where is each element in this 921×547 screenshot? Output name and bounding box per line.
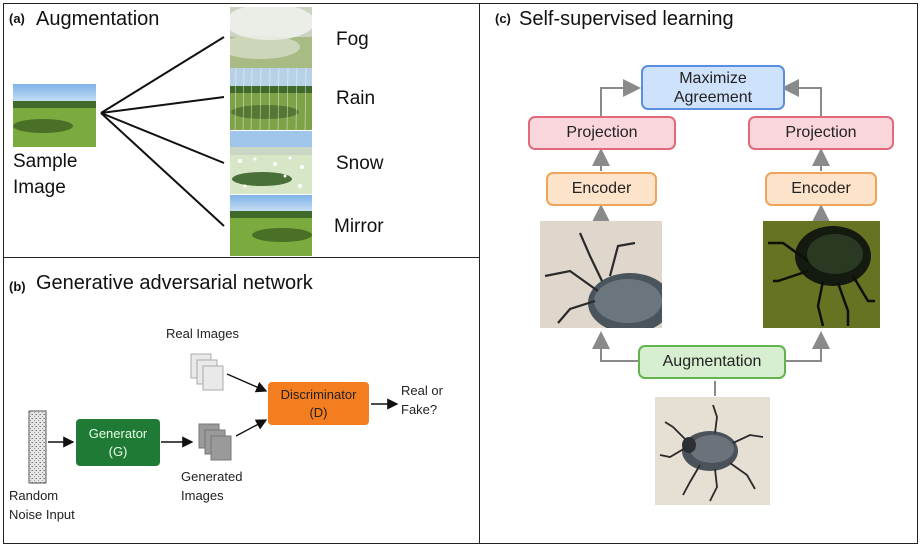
encoder-label-right: Encoder (791, 180, 851, 197)
snow-image (230, 131, 312, 194)
noise-input-icon (28, 410, 47, 484)
panel-augmentation: (a) Augmentation Sample Image (3, 3, 481, 259)
encoder-box-right: Encoder (765, 172, 877, 206)
sample-label-line1: Sample (13, 151, 78, 172)
projection-label-left: Projection (566, 124, 638, 141)
augmented-bug-image-right (763, 221, 880, 328)
output-label-line2: Fake? (401, 402, 438, 417)
encoder-box-left: Encoder (546, 172, 657, 206)
generated-label-line1: Generated (181, 469, 243, 484)
noise-label-line2: Noise Input (9, 507, 75, 522)
panel-b-title: Generative adversarial network (36, 272, 313, 294)
fog-label: Fog (336, 29, 369, 50)
panel-a-title: Augmentation (36, 8, 160, 30)
maximize-agreement-box: Maximize Agreement (641, 65, 785, 110)
encoder-label-left: Encoder (571, 180, 632, 197)
output-label-line1: Real or (401, 383, 443, 398)
mirror-image (230, 195, 312, 256)
noise-label-line1: Random (9, 488, 59, 503)
projection-box-left: Projection (528, 116, 676, 150)
real-images-label: Real Images (166, 326, 239, 341)
generator-box: Generator (G) (76, 419, 160, 466)
fog-image (230, 7, 312, 68)
sample-label-line2: Image (13, 177, 66, 198)
discriminator-box: Discriminator (D) (268, 382, 369, 425)
rain-label: Rain (336, 88, 376, 109)
discriminator-label: Discriminator (280, 386, 357, 402)
panel-gan: (b) Generative adversarial network (3, 257, 481, 544)
real-images-stack-icon (190, 353, 224, 391)
generated-label-line2: Images (181, 488, 224, 503)
augmentation-fan-lines (100, 36, 225, 227)
snow-label: Snow (336, 153, 384, 174)
generator-symbol: (G) (108, 443, 128, 459)
projection-box-right: Projection (748, 116, 894, 150)
panel-self-supervised: (c) Self-supervised learning Maximize Ag… (479, 3, 918, 544)
augmentation-box: Augmentation (638, 345, 786, 379)
panel-c-letter: (c) (495, 11, 511, 26)
generator-label: Generator (88, 425, 148, 441)
gan-flow (28, 353, 399, 484)
panel-b-letter: (b) (9, 279, 26, 294)
mirror-label: Mirror (334, 216, 384, 237)
maximize-label-line2: Agreement (673, 88, 753, 106)
original-bug-image (655, 397, 770, 505)
maximize-label-line1: Maximize (679, 69, 747, 87)
generated-images-stack-icon (198, 423, 232, 461)
sample-image (13, 84, 96, 147)
rain-image (230, 68, 312, 130)
panel-a-letter: (a) (9, 11, 25, 26)
panel-c-title: Self-supervised learning (519, 8, 734, 30)
ssl-flow-arrows (592, 79, 830, 396)
augmentation-label: Augmentation (662, 353, 762, 370)
augmented-bug-image-left (540, 221, 662, 328)
discriminator-symbol: (D) (309, 404, 328, 420)
projection-label-right: Projection (785, 124, 857, 141)
